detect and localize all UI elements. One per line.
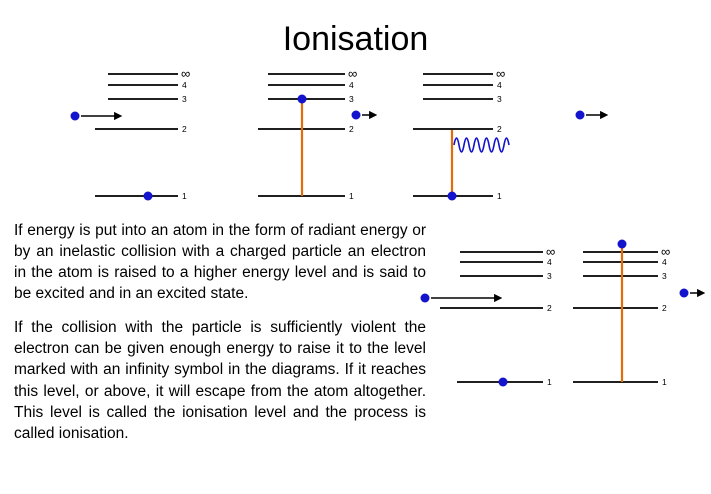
level-label-infinity: ∞	[181, 66, 190, 81]
paragraph-ionisation: If the collision with the particle is su…	[14, 319, 426, 442]
incoming-electron-dot	[70, 111, 80, 121]
excited-electron-dot	[297, 94, 307, 104]
diagrams-bottom-row: ∞ 4 3 2 1 ∞ 4 3 2 1	[420, 239, 706, 387]
ground-state-electron-dot	[143, 191, 153, 201]
page-title: Ionisation	[282, 20, 429, 58]
level-label-infinity: ∞	[546, 244, 555, 259]
diagram-photon-emission: ∞ 4 3 2 1	[413, 66, 510, 201]
paragraph-excitation: If energy is put into an atom in the for…	[14, 222, 426, 303]
level-label-infinity: ∞	[661, 244, 670, 259]
level-label-infinity: ∞	[496, 66, 505, 81]
ground-state-electron-dot	[498, 377, 508, 387]
diagram-ionisation: ∞ 4 3 2 1	[573, 239, 706, 387]
level-label-2: 2	[349, 124, 354, 134]
diagram-electron-excited: ∞ 4 3 2 1	[258, 66, 378, 201]
level-label-1: 1	[662, 377, 667, 387]
level-label-2: 2	[662, 303, 667, 313]
ionised-electron-dot	[617, 239, 627, 249]
diagrams-top-row: ∞ 4 3 2 1 ∞ 4 3 2 1	[70, 66, 609, 201]
relaxed-electron-dot	[447, 191, 457, 201]
leaving-electron-dot	[679, 288, 689, 298]
level-label-4: 4	[547, 257, 552, 267]
escaping-scattered-electron	[575, 110, 609, 120]
scattered-electron-dot	[351, 110, 361, 120]
photon-wave-icon	[453, 137, 510, 153]
level-label-3: 3	[182, 94, 187, 104]
level-label-infinity: ∞	[348, 66, 357, 81]
level-label-3: 3	[547, 271, 552, 281]
moving-electron-dot	[575, 110, 585, 120]
level-label-1: 1	[182, 191, 187, 201]
body-text: If energy is put into an atom in the for…	[14, 220, 426, 457]
level-label-4: 4	[497, 80, 502, 90]
level-label-4: 4	[662, 257, 667, 267]
fast-electron-dot	[420, 293, 430, 303]
level-label-2: 2	[547, 303, 552, 313]
level-label-3: 3	[497, 94, 502, 104]
level-label-2: 2	[497, 124, 502, 134]
level-label-3: 3	[662, 271, 667, 281]
level-label-2: 2	[182, 124, 187, 134]
level-label-1: 1	[547, 377, 552, 387]
diagram-violent-collision: ∞ 4 3 2 1	[420, 244, 555, 387]
level-label-4: 4	[182, 80, 187, 90]
level-label-1: 1	[349, 191, 354, 201]
level-label-3: 3	[349, 94, 354, 104]
level-label-4: 4	[349, 80, 354, 90]
diagram-electron-approaching: ∞ 4 3 2 1	[70, 66, 190, 201]
level-label-1: 1	[497, 191, 502, 201]
